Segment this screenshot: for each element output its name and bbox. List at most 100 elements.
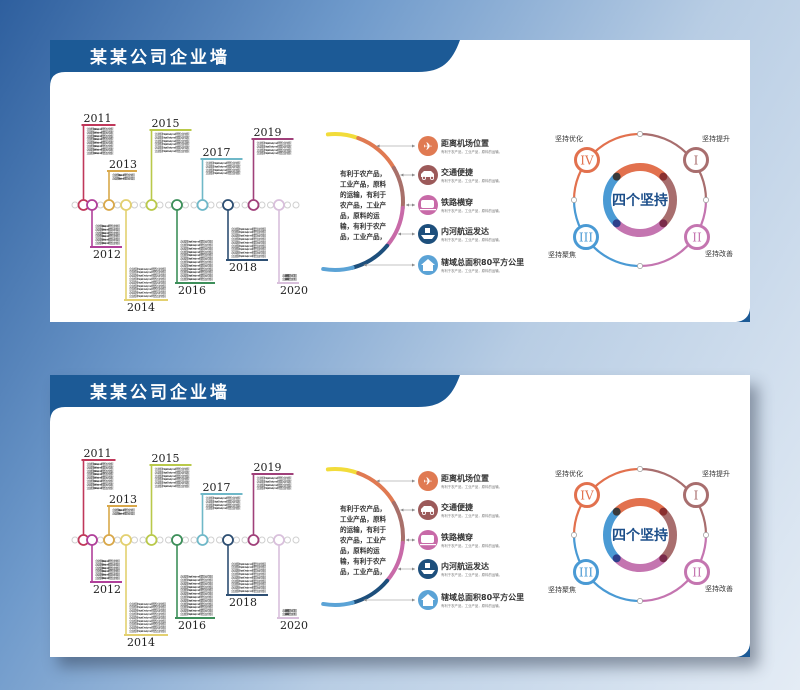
milestone-node[interactable]	[145, 199, 158, 211]
feature-subtitle: 有利于农产品，工业产品，原料的运输。	[441, 484, 502, 489]
milestone-text: 企业发展Enterprise Development概要企业的发展	[155, 476, 190, 481]
milestone-year: 2012	[93, 583, 121, 596]
milestone-text: 企业发展Enterprise Development概要企业的发展	[180, 259, 213, 264]
milestone-node[interactable]	[120, 534, 132, 546]
milestone-node[interactable]	[145, 534, 158, 546]
milestone-text: 企业发展Enterprise Development概要企业的发展	[155, 466, 190, 471]
milestone-text: 企业发展Enterprise Development概要企业的发展	[87, 471, 114, 476]
milestone-text: 企业发展Enterprise Development概要企业的发展	[112, 172, 135, 177]
timeline-dot	[207, 536, 215, 544]
milestone-node[interactable]	[196, 199, 209, 211]
milestone-year: 2020	[280, 284, 308, 297]
milestone-text: 企业发展Enterprise Development概要企业的发展	[231, 564, 266, 569]
milestone-text: 企业发展Enterprise Development概要企业的发展	[87, 146, 114, 151]
inner-ring-node	[612, 554, 621, 563]
feature-paragraph-line: 的运输，有利于	[340, 190, 387, 199]
timeline-dot	[131, 536, 138, 544]
milestone-text: 企业发展Enterprise Development概要企业的发展	[95, 558, 120, 563]
milestone-text: 企业发展Enterprise Development概要企业的发展	[231, 561, 266, 566]
timeline-dot	[182, 536, 189, 544]
milestone-text: 企业发展Enterprise Development概要企业的发展	[112, 510, 135, 515]
ring-dot	[637, 466, 643, 472]
milestone-node[interactable]	[171, 199, 183, 211]
milestone-text: 企业发展Enterprise Development概要企业的发展	[282, 611, 297, 616]
milestone-text: 企业发展Enterprise Development概要企业的发展	[257, 478, 292, 483]
timeline-dot	[241, 201, 249, 209]
milestone-node[interactable]	[103, 199, 115, 211]
milestone-node[interactable]	[171, 534, 183, 546]
timeline-dot	[190, 201, 198, 209]
milestone-node[interactable]	[86, 534, 98, 546]
milestone-node[interactable]	[196, 534, 209, 546]
milestone-text: 企业发展Enterprise Development概要企业的发展	[95, 226, 120, 231]
milestone-text: 企业发展Enterprise Development概要企业的发展	[231, 239, 266, 244]
ship-icon	[418, 224, 438, 244]
milestone-year: 2014	[127, 636, 155, 649]
milestone-text: 企业发展Enterprise Development概要企业的发展	[180, 273, 213, 278]
milestone-text: 企业发展Enterprise Development概要企业的发展	[180, 584, 213, 589]
milestone-text: 企业发展Enterprise Development概要企业的发展	[95, 230, 120, 235]
arrow-head	[405, 203, 415, 207]
timeline-dot	[284, 536, 291, 544]
feature-paragraph-line: 农产品，工业产	[339, 201, 387, 210]
milestone-text: 企业发展Enterprise Development概要企业的发展	[87, 468, 114, 473]
inner-ring-node	[659, 219, 668, 228]
roman-numeral: III	[579, 566, 593, 580]
svg-text:✈: ✈	[423, 140, 432, 153]
milestone-text: 企业发展Enterprise Development概要企业的发展	[180, 591, 213, 596]
milestone-text: 企业发展Enterprise Development概要企业的发展	[129, 266, 166, 271]
milestone-node[interactable]	[120, 199, 132, 211]
inner-ring-node	[659, 172, 668, 181]
milestone-node[interactable]	[247, 199, 260, 211]
milestone-node[interactable]	[222, 534, 234, 546]
milestone-text: 企业发展Enterprise Development概要企业的发展	[129, 608, 166, 613]
milestone-node[interactable]	[273, 199, 285, 211]
milestone-node[interactable]	[86, 199, 98, 211]
roman-numeral: I	[694, 489, 699, 503]
milestone-text: 企业发展Enterprise Development概要企业的发展	[180, 239, 213, 244]
feature-paragraph-line: 工业产品，原料	[340, 515, 387, 524]
wall-title: 某某公司企业墙	[90, 47, 230, 68]
inner-ring-node	[659, 554, 668, 563]
milestone-text: 企业发展Enterprise Development概要企业的发展	[87, 475, 114, 480]
milestone-node[interactable]	[222, 199, 234, 211]
milestone-node[interactable]	[247, 534, 260, 546]
milestone-node[interactable]	[273, 534, 285, 546]
milestone-year: 2016	[178, 284, 206, 297]
inner-ring-segment	[613, 555, 667, 572]
milestone-text: 企业发展Enterprise Development概要企业的发展	[155, 131, 190, 136]
milestone-year: 2020	[280, 619, 308, 632]
milestone-text: 企业发展Enterprise Development概要企业的发展	[129, 290, 166, 295]
wall-title: 某某公司企业墙	[90, 382, 230, 403]
milestone-node[interactable]	[103, 534, 115, 546]
milestone-text: 企业发展Enterprise Development概要企业的发展	[95, 572, 120, 577]
milestone-text: 企业发展Enterprise Development概要企业的发展	[87, 150, 114, 155]
arc-segment	[385, 540, 405, 583]
inner-ring-segment	[603, 173, 620, 227]
train-icon-glyph	[420, 200, 436, 211]
outer-ring-segment	[639, 199, 708, 268]
airplane-icon-glyph: ✈	[423, 140, 432, 153]
arc-segment	[385, 205, 405, 248]
timeline-dot	[156, 536, 164, 544]
